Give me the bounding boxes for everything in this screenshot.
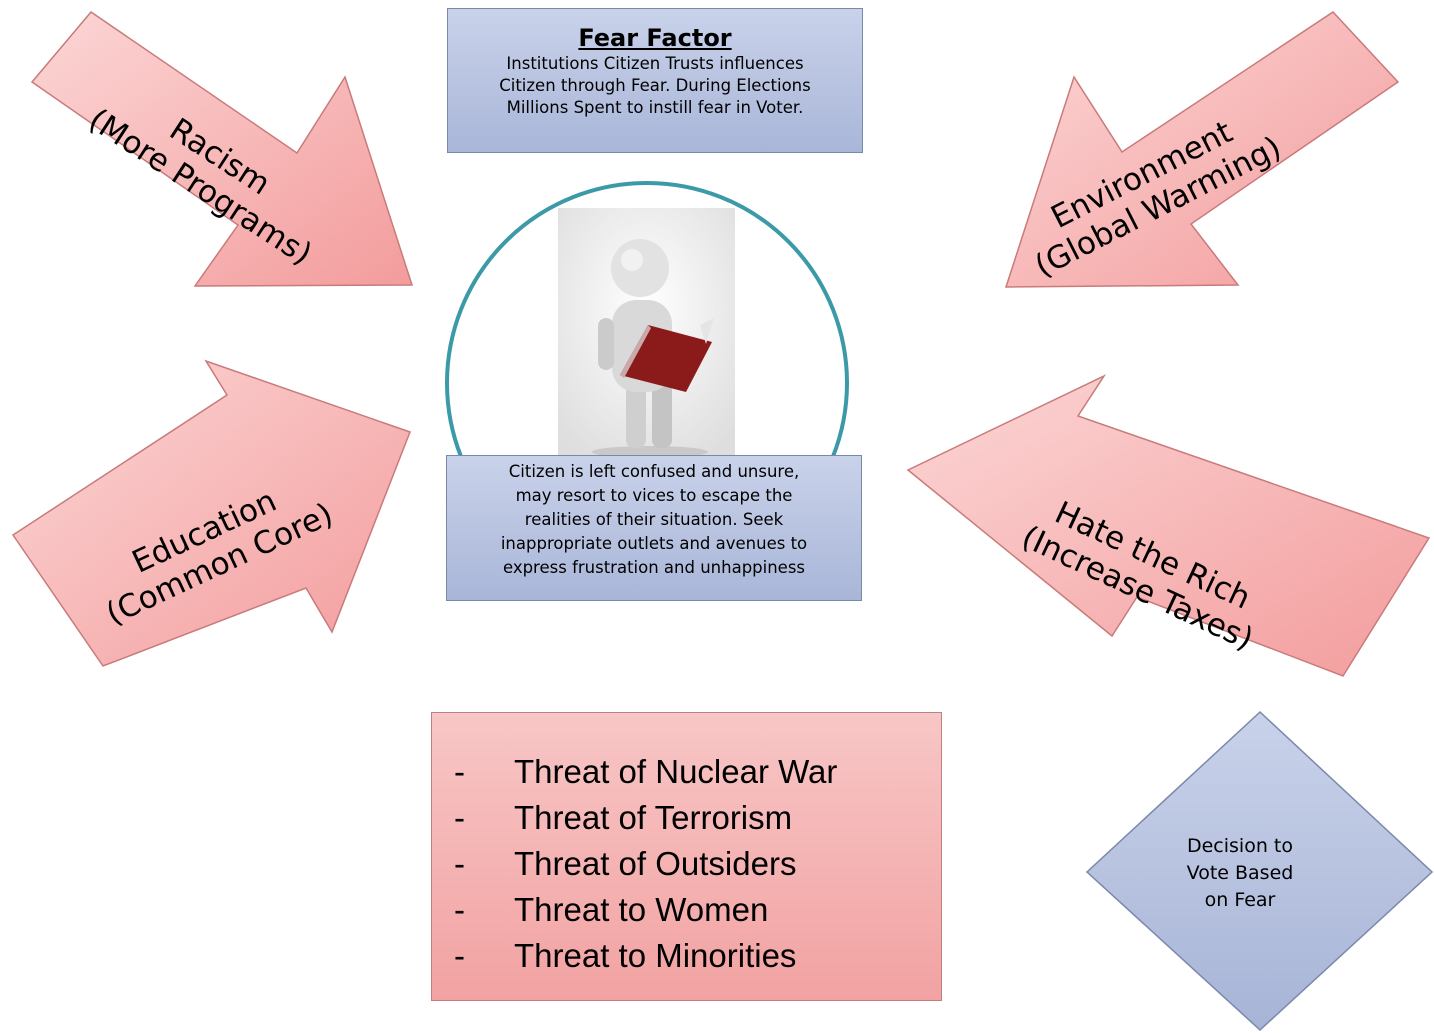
- citizen-description-box: Citizen is left confused and unsure, may…: [446, 455, 862, 601]
- decision-line: Vote Based: [1186, 862, 1294, 884]
- fear-factor-line: Millions Spent to instill fear in Voter.: [506, 98, 804, 117]
- bullet-dash: -: [454, 845, 465, 882]
- threat-item: - Threat to Minorities: [432, 937, 941, 983]
- threat-item: - Threat to Women: [432, 891, 941, 937]
- decision-line: on Fear: [1204, 889, 1276, 911]
- citizen-line: Citizen is left confused and unsure,: [508, 462, 800, 481]
- bullet-dash: -: [454, 753, 465, 790]
- citizen-line: inappropriate outlets and avenues to: [500, 534, 808, 553]
- bullet-dash: -: [454, 891, 465, 928]
- hate-rich-arrow: [906, 374, 1431, 677]
- environment-arrow: [1004, 11, 1400, 288]
- threat-item: - Threat of Nuclear War: [432, 753, 941, 799]
- threat-item-label: Threat of Outsiders: [514, 845, 797, 882]
- fear-factor-line: Citizen through Fear. During Elections: [499, 76, 811, 95]
- fear-factor-line: Institutions Citizen Trusts influences: [506, 54, 804, 73]
- bullet-dash: -: [454, 799, 465, 836]
- citizen-line: realities of their situation. Seek: [524, 510, 784, 529]
- threat-item-label: Threat of Terrorism: [514, 799, 793, 836]
- threat-item-label: Threat to Minorities: [514, 937, 797, 974]
- decision-text: Decision to Vote Based on Fear: [1180, 833, 1300, 914]
- education-arrow: [11, 359, 411, 667]
- fear-factor-box: Fear Factor Institutions Citizen Trusts …: [447, 8, 863, 153]
- threat-item: - Threat of Terrorism: [432, 799, 941, 845]
- fear-factor-title: Fear Factor: [578, 24, 732, 52]
- citizen-line: may resort to vices to escape the: [515, 486, 793, 505]
- decision-diamond: [1085, 710, 1434, 1032]
- threat-item-label: Threat to Women: [514, 891, 769, 928]
- bullet-dash: -: [454, 937, 465, 974]
- threat-item: - Threat of Outsiders: [432, 845, 941, 891]
- threat-item-label: Threat of Nuclear War: [514, 753, 838, 790]
- citizen-line: express frustration and unhappiness: [502, 558, 806, 577]
- racism-arrow: [30, 10, 414, 287]
- person-reading-book-icon: [558, 208, 735, 458]
- decision-line: Decision to: [1186, 835, 1293, 857]
- threats-box: - Threat of Nuclear War - Threat of Terror…: [431, 712, 942, 1001]
